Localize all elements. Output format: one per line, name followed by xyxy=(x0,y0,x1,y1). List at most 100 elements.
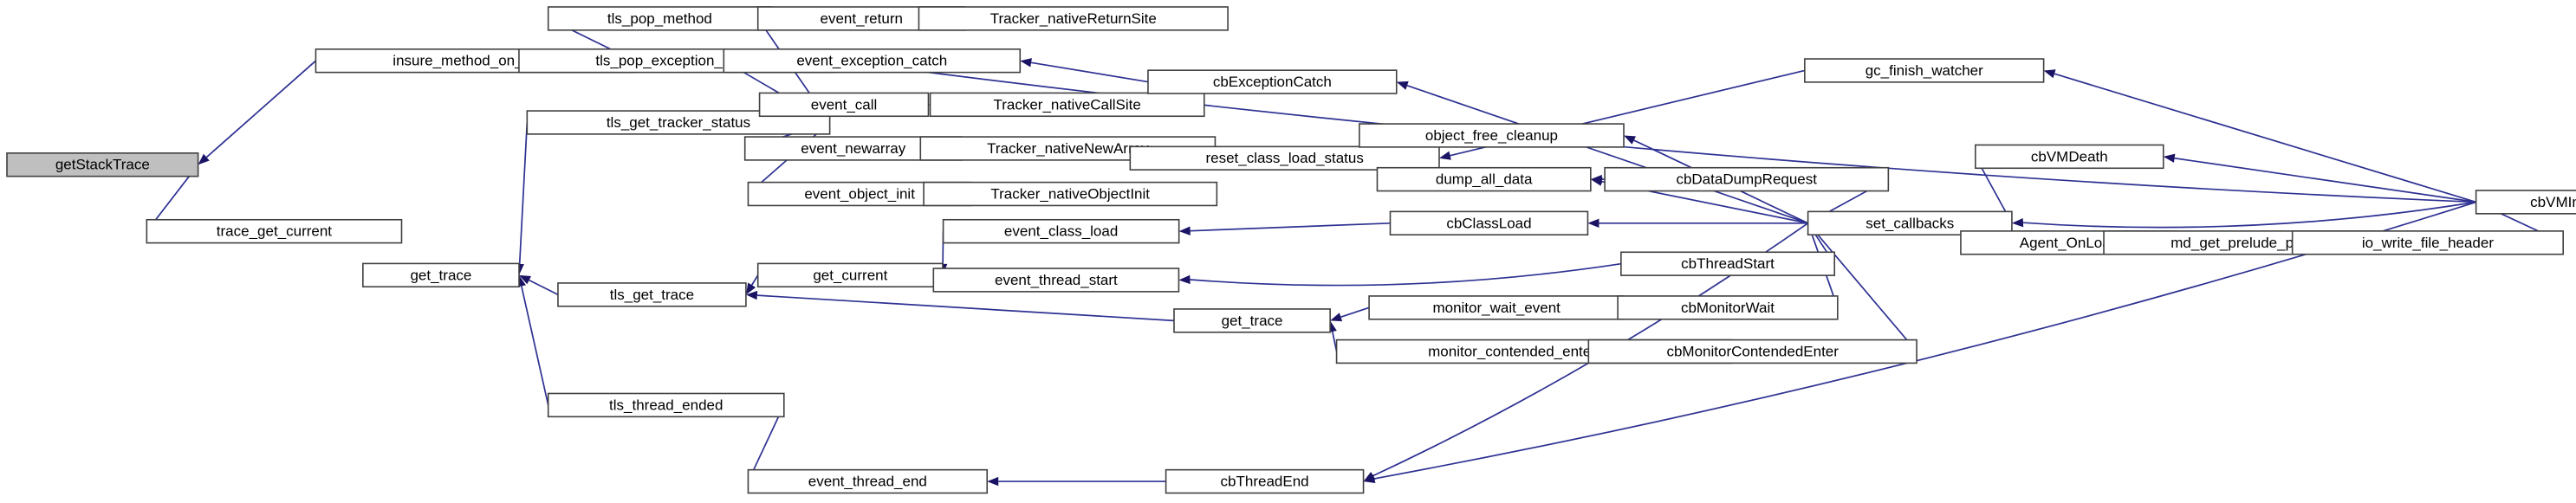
node-box[interactable] xyxy=(1165,468,1365,494)
call-edge xyxy=(205,60,317,158)
graph-node-cbThreadStart[interactable]: cbThreadStart xyxy=(1620,251,1836,276)
node-label: event_call xyxy=(811,96,878,113)
node-box[interactable] xyxy=(557,282,747,307)
node-box[interactable] xyxy=(1129,145,1440,171)
arrow-head-icon xyxy=(1178,226,1191,235)
graph-node-Tracker_nativeCallSite[interactable]: Tracker_nativeCallSite xyxy=(929,92,1205,118)
node-box[interactable] xyxy=(758,92,930,118)
graph-node-tls_thread_ended[interactable]: tls_thread_ended xyxy=(547,392,785,418)
node-label: cbVMDeath xyxy=(2031,148,2108,164)
graph-node-cbMonitorContendedEnter[interactable]: cbMonitorContendedEnter xyxy=(1587,339,1917,364)
node-label: event_thread_start xyxy=(995,272,1118,288)
node-label: get_trace xyxy=(410,267,471,283)
node-label: tls_get_tracker_status xyxy=(607,114,750,131)
node-box[interactable] xyxy=(2291,230,2564,255)
graph-node-Tracker_nativeObjectInit[interactable]: Tracker_nativeObjectInit xyxy=(923,181,1218,207)
arrow-head-icon xyxy=(519,274,531,285)
node-label: Tracker_nativeObjectInit xyxy=(990,186,1150,203)
call-edge xyxy=(2174,157,2476,203)
graph-node-get_trace_mid[interactable]: get_trace xyxy=(1173,308,1331,333)
graph-node-object_free_cleanup[interactable]: object_free_cleanup xyxy=(1359,123,1625,148)
node-box[interactable] xyxy=(929,92,1205,118)
graph-node-cbVMInit[interactable]: cbVMInit xyxy=(2475,190,2576,215)
arrow-head-icon xyxy=(2043,69,2056,79)
node-box[interactable] xyxy=(923,181,1218,207)
graph-node-cbThreadEnd[interactable]: cbThreadEnd xyxy=(1165,468,1365,494)
node-box[interactable] xyxy=(1368,295,1625,320)
node-box[interactable] xyxy=(1604,166,1890,192)
node-label: getStackTrace xyxy=(55,157,150,173)
node-box[interactable] xyxy=(747,468,989,494)
node-label: Tracker_nativeReturnSite xyxy=(990,10,1157,27)
graph-node-event_thread_start[interactable]: event_thread_start xyxy=(932,268,1180,293)
graph-node-tls_get_trace[interactable]: tls_get_trace xyxy=(557,282,747,307)
call-edge xyxy=(756,294,1175,322)
node-box[interactable] xyxy=(547,392,785,418)
graph-node-cbVMDeath[interactable]: cbVMDeath xyxy=(1975,144,2164,170)
node-label: cbThreadStart xyxy=(1681,255,1775,272)
node-box[interactable] xyxy=(1620,251,1836,276)
graph-node-reset_class_load_status[interactable]: reset_class_load_status xyxy=(1129,145,1440,171)
call-edge xyxy=(1030,61,1149,83)
node-box[interactable] xyxy=(932,268,1180,293)
graph-node-getStackTrace[interactable]: getStackTrace xyxy=(6,152,199,177)
graph-node-tls_pop_method[interactable]: tls_pop_method xyxy=(547,6,772,31)
graph-node-event_thread_end[interactable]: event_thread_end xyxy=(747,468,989,494)
node-label: reset_class_load_status xyxy=(1205,150,1363,166)
graph-node-monitor_wait_event[interactable]: monitor_wait_event xyxy=(1368,295,1625,320)
graph-node-cbClassLoad[interactable]: cbClassLoad xyxy=(1389,210,1589,236)
arrow-head-icon xyxy=(1396,81,1409,90)
node-box[interactable] xyxy=(942,218,1180,244)
call-edge xyxy=(1190,222,1391,232)
node-box[interactable] xyxy=(1389,210,1589,236)
call-edge xyxy=(1340,306,1370,319)
call-edge xyxy=(518,122,529,264)
node-box[interactable] xyxy=(756,262,944,288)
graph-node-dump_all_data[interactable]: dump_all_data xyxy=(1376,166,1592,192)
node-label: cbExceptionCatch xyxy=(1213,74,1332,90)
node-box[interactable] xyxy=(1359,123,1625,148)
node-label: tls_thread_ended xyxy=(609,397,723,413)
graph-node-cbMonitorWait[interactable]: cbMonitorWait xyxy=(1617,295,1839,320)
graph-node-event_exception_catch[interactable]: event_exception_catch xyxy=(723,48,1022,74)
graph-node-get_trace_left[interactable]: get_trace xyxy=(362,262,520,288)
node-label: get_current xyxy=(813,267,887,283)
node-box[interactable] xyxy=(1617,295,1839,320)
node-box[interactable] xyxy=(1376,166,1592,192)
node-box[interactable] xyxy=(547,6,772,31)
graph-node-gc_finish_watcher[interactable]: gc_finish_watcher xyxy=(1804,58,2045,83)
graph-node-cbDataDumpRequest[interactable]: cbDataDumpRequest xyxy=(1604,166,1890,192)
node-label: event_exception_catch xyxy=(796,53,947,69)
node-box[interactable] xyxy=(1975,144,2164,170)
node-box[interactable] xyxy=(362,262,520,288)
node-box[interactable] xyxy=(1804,58,2045,83)
node-label: tls_pop_exception_catch xyxy=(595,53,757,69)
node-label: Agent_OnLoad xyxy=(2020,235,2119,251)
graph-node-cbExceptionCatch[interactable]: cbExceptionCatch xyxy=(1147,69,1398,94)
call-edge xyxy=(1807,222,1911,344)
node-label: trace_get_current xyxy=(217,223,333,240)
graph-node-event_call[interactable]: event_call xyxy=(758,92,930,118)
node-box[interactable] xyxy=(1587,339,1917,364)
node-label: cbMonitorWait xyxy=(1681,300,1775,316)
node-box[interactable] xyxy=(918,6,1229,31)
node-box[interactable] xyxy=(1147,69,1398,94)
graph-node-get_current[interactable]: get_current xyxy=(756,262,944,288)
node-box[interactable] xyxy=(2475,190,2576,215)
call-edge xyxy=(750,274,759,286)
node-box[interactable] xyxy=(146,218,403,244)
graph-node-io_write_file_header[interactable]: io_write_file_header xyxy=(2291,230,2564,255)
node-box[interactable] xyxy=(1173,308,1331,333)
node-label: Tracker_nativeCallSite xyxy=(993,96,1140,113)
node-box[interactable] xyxy=(6,152,199,177)
arrow-head-icon xyxy=(745,282,756,295)
node-label: cbThreadEnd xyxy=(1221,474,1309,490)
arrow-head-icon xyxy=(1178,274,1191,285)
graph-node-Tracker_nativeReturnSite[interactable]: Tracker_nativeReturnSite xyxy=(918,6,1229,31)
node-box[interactable] xyxy=(723,48,1022,74)
graph-node-event_class_load[interactable]: event_class_load xyxy=(942,218,1180,244)
graph-node-trace_get_current[interactable]: trace_get_current xyxy=(146,218,403,244)
arrow-head-icon xyxy=(2163,153,2176,163)
